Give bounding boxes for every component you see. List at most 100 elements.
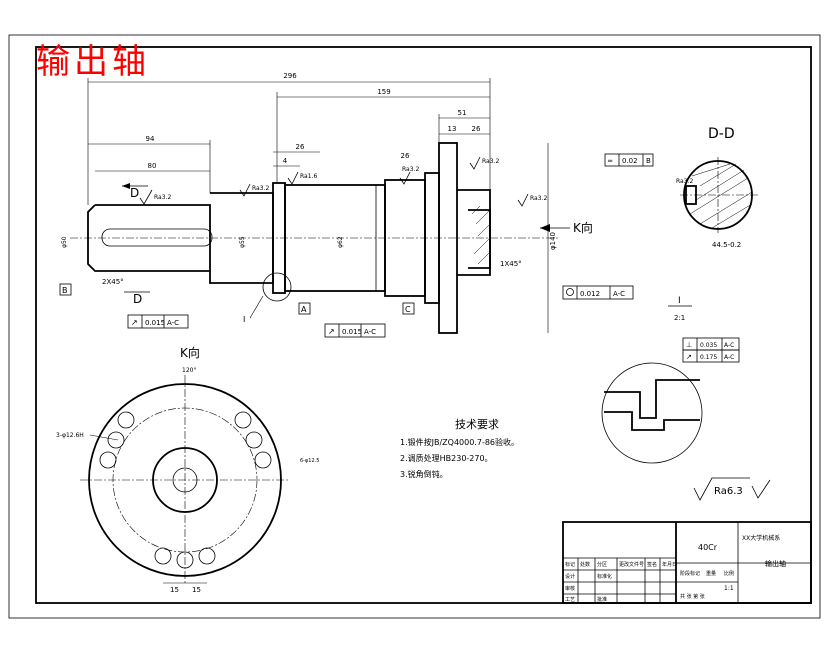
k-view-angle: 120°: [182, 367, 196, 374]
title-role-5: 批准: [597, 596, 607, 603]
dim-13: 13: [448, 125, 457, 133]
roughness-flange: Ra3.2: [482, 158, 499, 165]
dim-4: 4: [283, 157, 288, 165]
shaft-step: [384, 179, 426, 297]
section-dd-roughness: Ra3.2: [676, 178, 693, 185]
tech-item-3: 3.锐角倒钝。: [400, 469, 448, 479]
fcf-symmetry-datum: B: [646, 157, 651, 165]
k-view-spacing-a: 15: [170, 586, 179, 594]
dim-26-mid: 26: [401, 152, 410, 160]
fcf-mid-value: 0.015: [342, 328, 362, 336]
title-header-5: 签名: [647, 561, 657, 568]
inner-border: [35, 46, 812, 604]
fcf-symmetry-value: 0.02: [622, 157, 638, 165]
section-markers: D D: [122, 183, 150, 306]
title-weight-label: 重量: [706, 570, 716, 577]
tech-item-2: 2.调质处理HB230-270。: [400, 453, 493, 463]
detail-i-view: I 2:1 ⊥ 0.035 A-C ↗ 0.175 A-C: [601, 296, 740, 464]
k-arrow-label: K向: [573, 220, 593, 235]
roughness-marks: Ra3.2 Ra3.2 Ra1.6 Ra3.2 Ra3.2 Ra3.2: [139, 156, 547, 207]
section-dd-width: 44.5-0.2: [712, 241, 741, 249]
fcf-flange-value: 0.012: [580, 290, 600, 298]
section-dd-view: D-D ═ 0.02 B 44.5-0.2 Ra3.2: [604, 126, 758, 249]
title-stage-label: 阶段标记: [680, 570, 700, 577]
drawing-title: 输出轴: [36, 42, 150, 82]
general-roughness: Ra6.3: [693, 477, 771, 501]
dim-26-right: 26: [472, 125, 481, 133]
dia-key: φ50: [61, 236, 68, 248]
fcf-runout-face-symbol: ↗: [686, 353, 692, 361]
dim-26-left: 26: [296, 143, 305, 151]
dim-51: 51: [458, 109, 467, 117]
title-header-6: 年月日: [662, 561, 677, 568]
k-view-small-hole-note: 6-φ12.5: [300, 458, 319, 464]
roughness-shoulder: Ra3.2: [252, 185, 269, 192]
fcf-mid-symbol: ↗: [328, 327, 335, 336]
roughness-step: Ra3.2: [402, 166, 419, 173]
section-dd-title: D-D: [708, 126, 735, 142]
section-d-top: D: [130, 186, 139, 200]
title-company: XX大学机械系: [742, 534, 780, 542]
detail-mark: I: [243, 315, 245, 324]
detail-circle: [262, 272, 292, 302]
dim-80: 80: [148, 162, 157, 170]
title-scale-label: 比例: [724, 570, 734, 577]
dia-flange: φ140: [549, 232, 557, 250]
datum-b: B: [62, 286, 68, 295]
chamfer-left: 2X45°: [102, 278, 124, 286]
general-roughness-value: Ra6.3: [714, 486, 743, 497]
datum-c: C: [405, 305, 411, 314]
horizontal-dimensions: 296 159 94 80 51 26 13 26 4 26 2X45° 1X4…: [87, 72, 522, 286]
tech-title: 技术要求: [455, 418, 499, 431]
tech-requirements: 技术要求 1.锻件按JB/ZQ4000.7-86验收。 2.调质处理HB230-…: [400, 418, 519, 479]
title-material: 40Cr: [698, 543, 718, 552]
section-d-bottom: D: [133, 292, 142, 306]
k-arrow: K向: [540, 220, 593, 235]
title-header-4: 更改文件号: [619, 561, 644, 568]
dia-shaft-b: φ62: [337, 236, 344, 248]
title-role-2: 标准化: [597, 573, 612, 580]
fcf-perp-datum: A-C: [724, 342, 734, 349]
detail-scale: 2:1: [674, 314, 685, 322]
fcf-symmetry-symbol: ═: [607, 157, 613, 165]
fcf-perp-symbol: ⊥: [686, 341, 692, 349]
fcf-mid-datum: A-C: [364, 328, 376, 336]
k-view-hole-callout: 3-φ12.6H: [56, 432, 84, 439]
detail-circle-large: [601, 362, 703, 464]
fcf-left-datum: A-C: [167, 319, 179, 327]
shaft-flange: [438, 142, 458, 334]
datum-a: A: [301, 305, 307, 314]
title-drawing-name: 输出轴: [765, 559, 786, 568]
dia-shaft-a: φ55: [239, 236, 246, 248]
dim-159: 159: [377, 88, 390, 96]
title-block: 40Cr XX大学机械系 输出轴 标记 处数 分区 更改文件号 签名 年月日 设…: [562, 521, 812, 604]
title-scale-value: 1:1: [724, 585, 734, 592]
shaft-left-segment: [87, 204, 211, 272]
detail-title: I: [678, 296, 681, 306]
fcf-runout-face-datum: A-C: [724, 354, 734, 361]
title-role-1: 设计: [565, 573, 575, 580]
chamfer-right: 1X45°: [500, 260, 522, 268]
roughness-bore: Ra3.2: [530, 195, 547, 202]
tech-item-1: 1.锻件按JB/ZQ4000.7-86验收。: [400, 437, 519, 447]
dim-296: 296: [283, 72, 297, 80]
datum-markers: B A C I: [59, 283, 415, 324]
tolerance-frames: ↗ 0.015 A-C ↗ 0.015 A-C 0.012 A-C: [127, 285, 634, 338]
fcf-perp-value: 0.035: [700, 342, 717, 349]
k-view-title: K向: [180, 345, 200, 360]
shaft-main-view: [70, 142, 560, 334]
diameter-labels: φ50 φ55 φ62 φ140: [61, 143, 557, 333]
fcf-flange-datum: A-C: [613, 290, 625, 298]
fcf-left-value: 0.015: [145, 319, 165, 327]
dim-94: 94: [146, 135, 155, 143]
roughness-bearing: Ra1.6: [300, 173, 317, 180]
fcf-left-symbol: ↗: [131, 318, 138, 327]
title-role-4: 工艺: [565, 597, 575, 603]
title-header-1: 标记: [565, 561, 575, 568]
k-view-spacing-b: 15: [192, 586, 201, 594]
keyway: [101, 228, 213, 247]
title-sheet-label: 共 张 第 张: [680, 593, 705, 600]
title-header-3: 分区: [597, 561, 607, 568]
